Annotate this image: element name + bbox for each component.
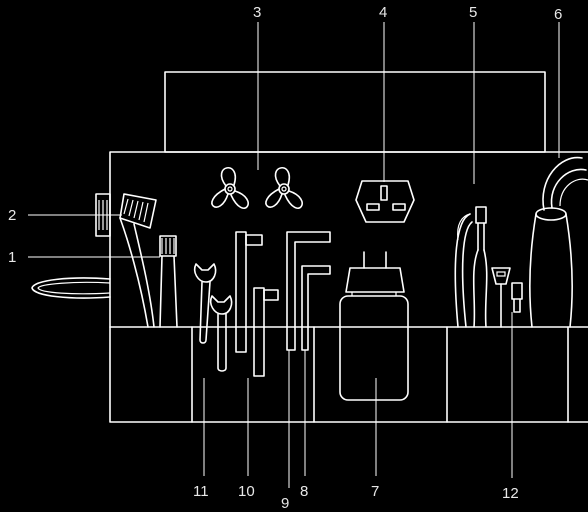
brush-small-icon <box>159 235 178 328</box>
callout-2: 2 <box>8 207 16 224</box>
hex-key-small-icon <box>301 265 331 351</box>
roll-flap <box>164 71 546 153</box>
uk-plug-icon <box>355 180 415 223</box>
roll-case <box>109 71 588 423</box>
hex-key-large-icon <box>286 231 331 351</box>
callout-12: 12 <box>502 485 519 502</box>
callout-5: 5 <box>469 4 477 21</box>
eu-charger-icon <box>339 251 409 401</box>
callout-1: 1 <box>8 249 16 266</box>
usb-adapters-icon <box>491 267 523 328</box>
brush-large-icon <box>119 193 157 328</box>
roll-body <box>109 151 588 423</box>
callout-11: 11 <box>193 483 209 500</box>
callout-7: 7 <box>371 483 379 500</box>
tube-bag-icon <box>529 156 588 328</box>
callout-3: 3 <box>253 4 261 21</box>
socket-wrench-icon <box>235 231 279 377</box>
callout-labels: 1 2 3 4 5 6 7 8 9 10 11 12 <box>8 4 562 512</box>
callout-6: 6 <box>554 6 562 23</box>
callout-9: 9 <box>281 495 289 512</box>
elastic-strap-icon <box>31 277 111 299</box>
callout-10: 10 <box>238 483 255 500</box>
callout-8: 8 <box>300 483 308 500</box>
usb-cable-icon <box>454 206 488 328</box>
fan-blades-icon <box>211 167 303 209</box>
callout-4: 4 <box>379 4 387 21</box>
open-wrench-icon <box>193 263 233 372</box>
leader-lines <box>28 22 560 488</box>
